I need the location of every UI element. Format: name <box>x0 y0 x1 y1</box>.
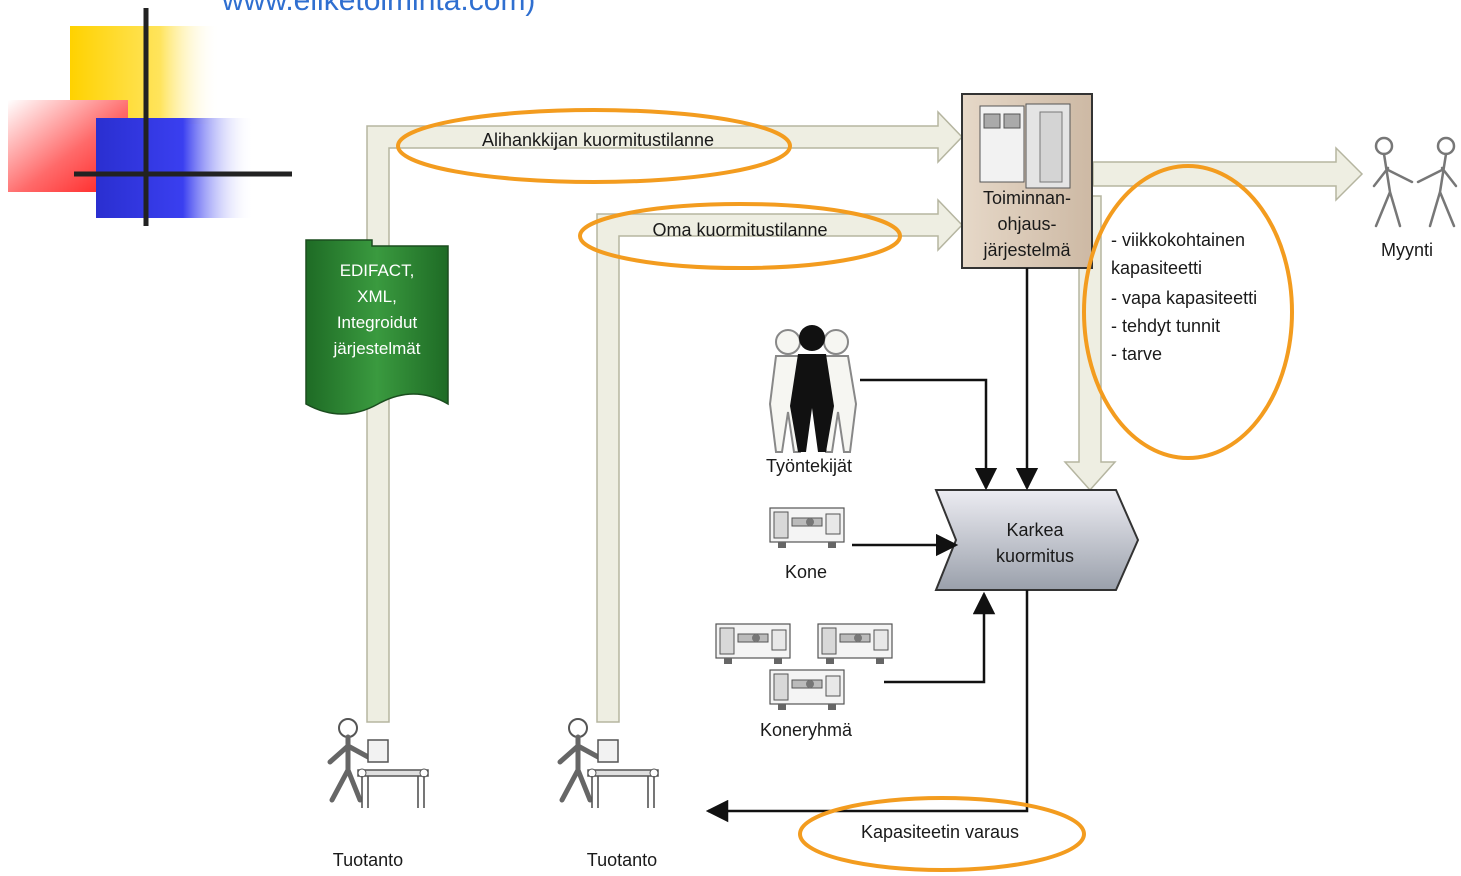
edifact-line-1: EDIFACT, <box>340 261 415 280</box>
production-right-icon <box>560 719 658 808</box>
sales-people-icon <box>1372 136 1458 228</box>
process-line-1: Karkea <box>1006 520 1064 540</box>
edifact-line-3: Integroidut <box>337 313 418 332</box>
erp-line-3: järjestelmä <box>982 240 1071 260</box>
highlight-own-load <box>578 202 902 270</box>
connector-group-to-process <box>884 591 996 684</box>
process-line-2: kuormitus <box>996 546 1074 566</box>
production-left-icon <box>330 719 428 808</box>
flow-arrow-own <box>596 198 964 723</box>
workers-icon <box>768 325 858 453</box>
production-left-label: Tuotanto <box>333 850 403 870</box>
capacity-info-line-5: - tarve <box>1111 344 1162 364</box>
capacity-info-line-1: - viikkokohtainen <box>1111 230 1245 250</box>
edifact-line-2: XML, <box>357 287 397 306</box>
own-load-label: Oma kuormitustilanne <box>652 220 827 240</box>
erp-system-box: Toiminnan- ohjaus- järjestelmä <box>961 93 1093 269</box>
capacity-info-line-4: - tehdyt tunnit <box>1111 316 1220 336</box>
flow-arrow-subcontractor <box>366 110 964 723</box>
slide-logo <box>8 8 292 226</box>
flow-arrow-down-to-process <box>1063 195 1117 492</box>
connector-reservation-to-production <box>705 590 1029 823</box>
capacity-info-line-3: - vapa kapasiteetti <box>1111 288 1257 308</box>
machine-group-label: Koneryhmä <box>760 720 853 740</box>
subcontractor-load-label: Alihankkijan kuormitustilanne <box>482 130 714 150</box>
workers-label: Työntekijät <box>766 456 852 476</box>
machine-icon <box>769 507 845 549</box>
sales-label: Myynti <box>1381 240 1433 260</box>
edifact-document: EDIFACT, XML, Integroidut järjestelmät <box>305 239 449 415</box>
connectors <box>705 268 1039 823</box>
machine-label: Kone <box>785 562 827 582</box>
capacity-reservation-label: Kapasiteetin varaus <box>861 822 1019 842</box>
highlight-capacity-info <box>1082 164 1294 460</box>
highlight-ellipses <box>396 108 1294 872</box>
connector-workers-to-process <box>860 378 998 491</box>
flow-arrow-to-sales <box>1092 146 1364 202</box>
capacity-info-list: - viikkokohtainen kapasiteetti - vapa ka… <box>1111 230 1257 364</box>
production-right-label: Tuotanto <box>587 850 657 870</box>
machine-group-icon <box>715 623 893 711</box>
edifact-line-4: järjestelmät <box>333 339 421 358</box>
source-url-text: www.eliketoiminta.com) <box>221 0 535 17</box>
erp-line-1: Toiminnan- <box>983 188 1071 208</box>
highlight-subcontractor-load <box>396 108 792 184</box>
highlight-capacity-reservation <box>798 796 1086 872</box>
capacity-info-line-2: kapasiteetti <box>1111 258 1202 278</box>
erp-line-2: ohjaus- <box>997 214 1056 234</box>
rough-load-process: Karkea kuormitus <box>934 489 1140 591</box>
